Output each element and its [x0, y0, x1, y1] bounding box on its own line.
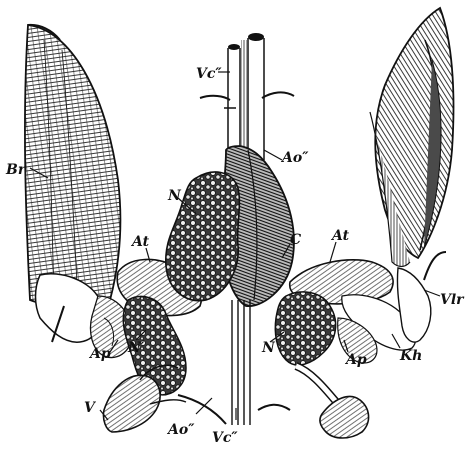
label-vc-lower: Vc″	[212, 430, 238, 446]
label-c: C	[290, 232, 301, 248]
label-at-right: At	[330, 228, 350, 244]
label-n-left: N′	[127, 340, 145, 356]
label-at-left: At	[130, 234, 150, 250]
label-vc-upper: Vc″	[196, 66, 222, 82]
label-ao-upper: Ao″	[280, 150, 309, 166]
label-vlr: Vlr	[440, 292, 465, 308]
label-ap-right: Ap	[344, 352, 367, 368]
central-vessels	[200, 33, 294, 160]
label-ap-left: Ap	[88, 346, 111, 362]
label-n-upper: N	[167, 188, 182, 204]
left-gill	[25, 25, 120, 305]
right-venous-bulb	[320, 396, 369, 438]
label-kh: Kh	[399, 348, 422, 364]
label-ao-lower: Ao″	[166, 422, 195, 438]
label-v: V	[84, 400, 97, 416]
label-n-lower: N	[261, 340, 276, 356]
right-gill	[370, 8, 454, 267]
label-br: Br	[5, 162, 27, 178]
